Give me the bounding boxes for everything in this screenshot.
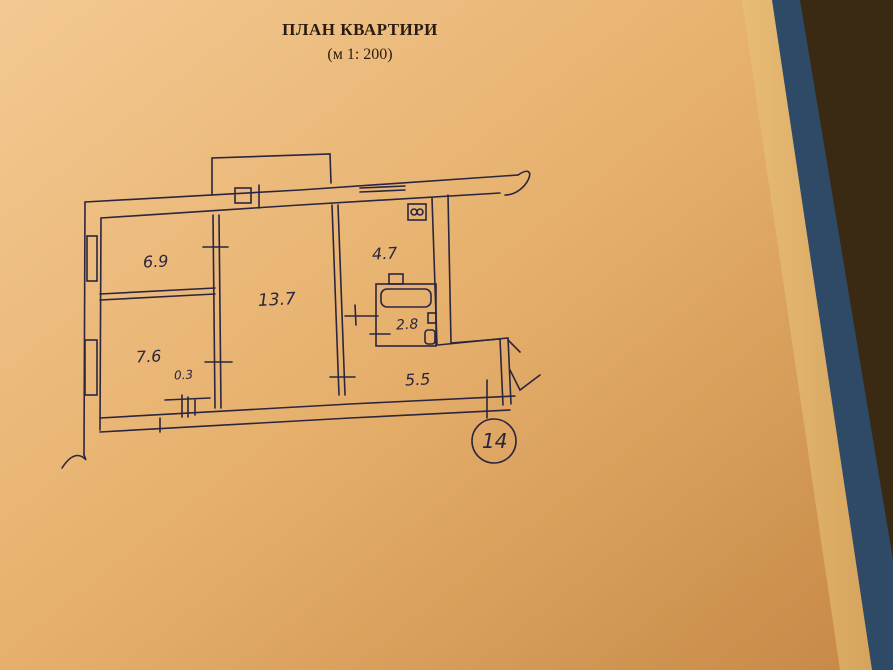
sink-icon	[388, 273, 404, 285]
stove-icon	[407, 203, 427, 221]
area-label-bathroom-2-8: 2.8	[395, 316, 419, 334]
balcony-outline	[211, 153, 332, 196]
area-label-room-7-6: 7.6	[135, 346, 162, 367]
area-label-room-6-9: 6.9	[142, 251, 169, 272]
wall-break-mark-right	[509, 369, 541, 392]
bathtub-icon	[380, 288, 432, 308]
bathroom-outline	[375, 283, 437, 347]
plan-scale: (м 1: 200)	[327, 46, 393, 63]
area-label-hallway-5-5: 5.5	[404, 369, 431, 390]
plan-title: ПЛАН КВАРТИРИ	[282, 20, 438, 39]
wall-break-mark	[504, 170, 531, 196]
area-label-kitchen-4-7: 4.7	[371, 243, 398, 264]
area-label-closet-0-3: 0.3	[173, 367, 194, 383]
area-label-living-13-7: 13.7	[257, 289, 297, 311]
window-icon	[86, 235, 98, 282]
toilet-icon	[424, 329, 436, 345]
apartment-number-circle	[471, 418, 517, 464]
apartment-number: 14	[482, 429, 508, 453]
